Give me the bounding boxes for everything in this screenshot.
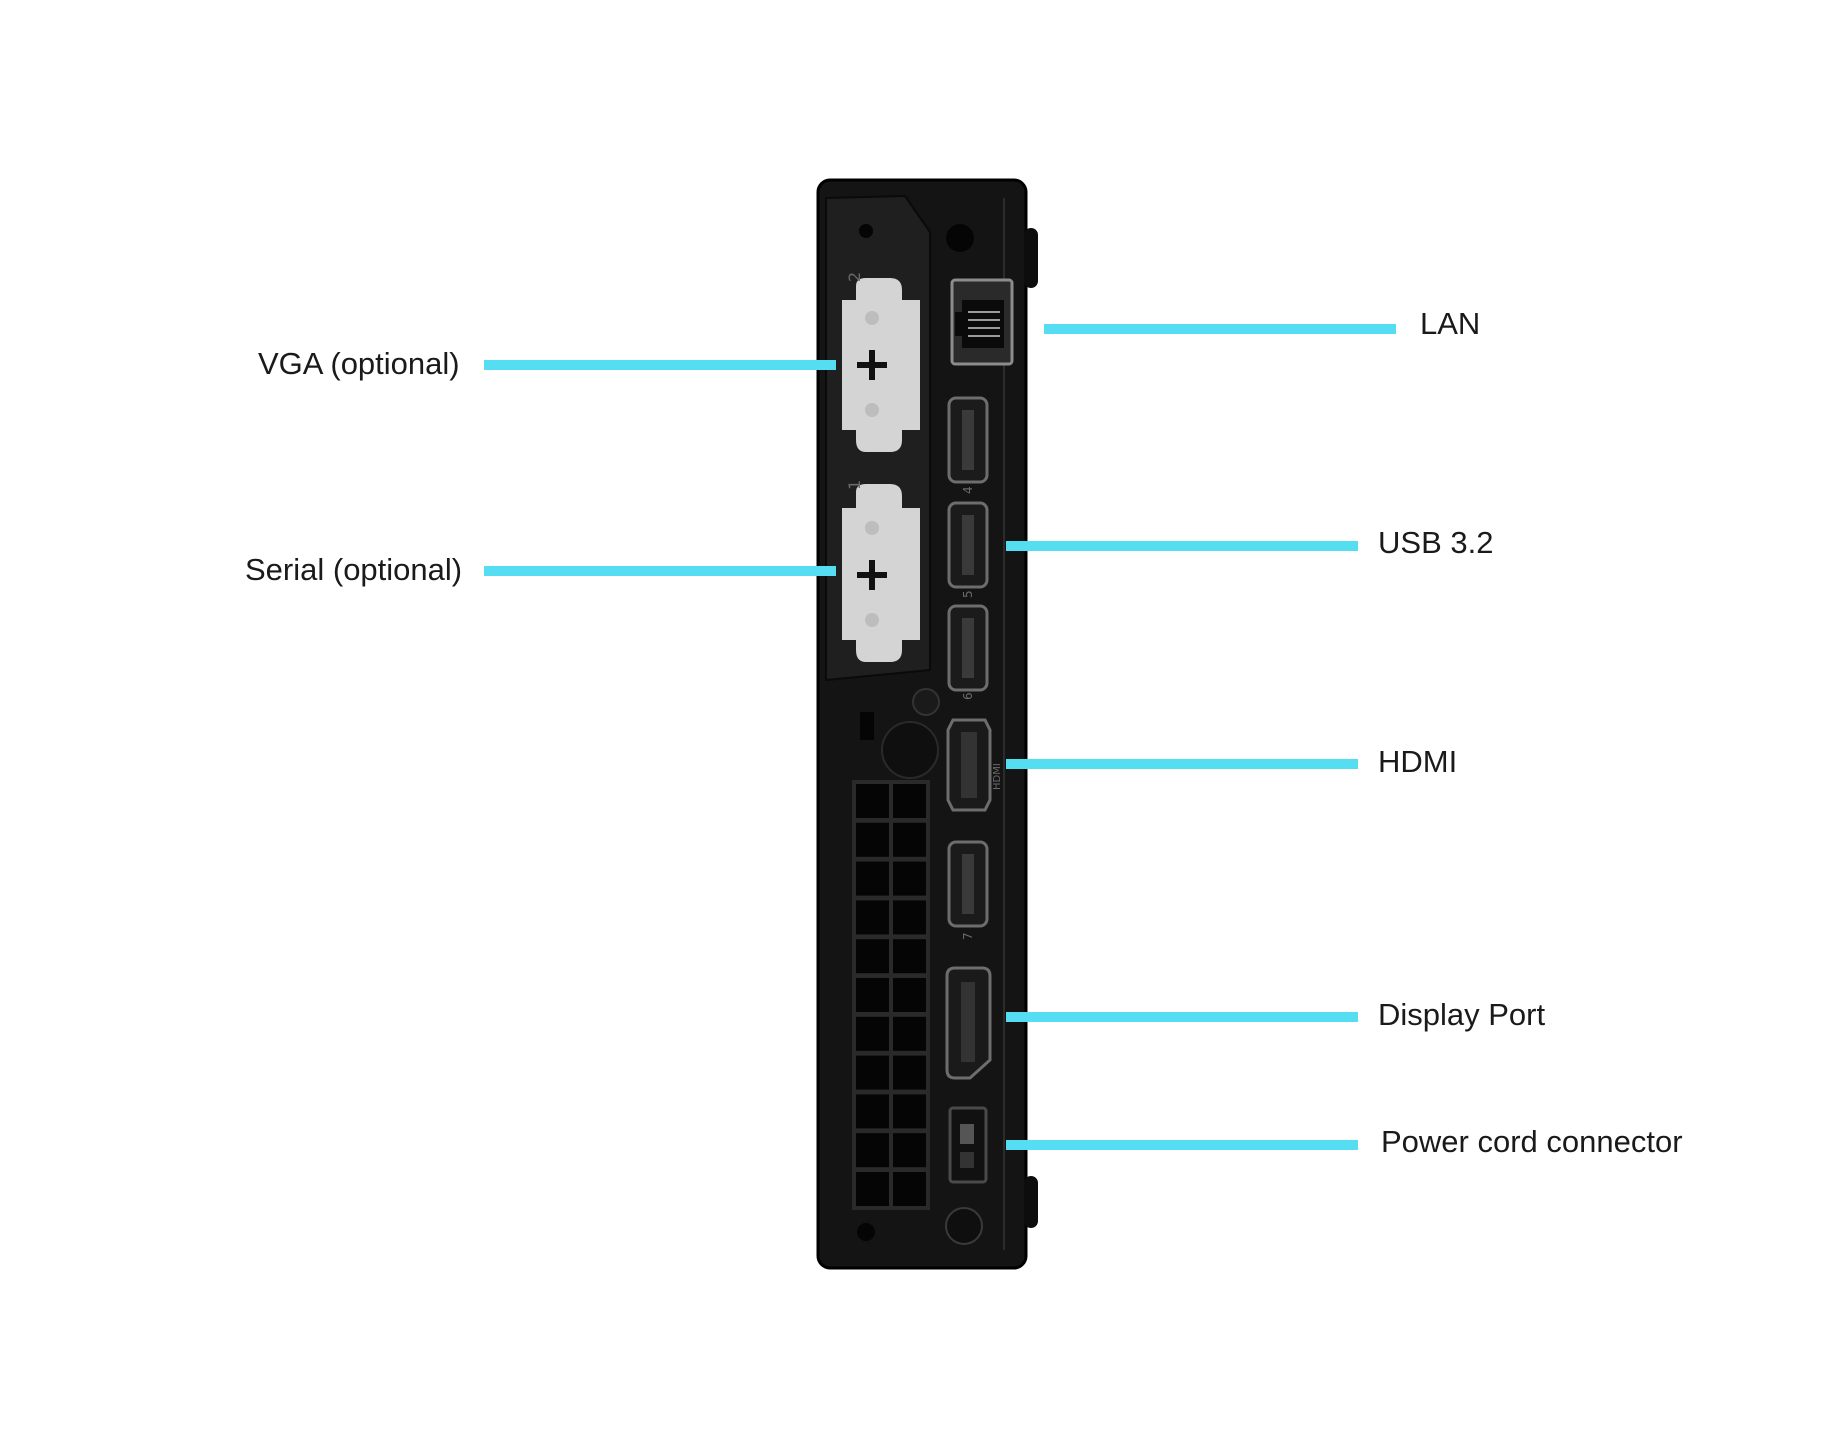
power-connector bbox=[948, 1106, 988, 1184]
lan-port bbox=[950, 278, 1014, 366]
hdmi-label: HDMI bbox=[1378, 744, 1458, 779]
serial-leader-line bbox=[484, 566, 836, 576]
vent-cell bbox=[856, 939, 889, 974]
vga-leader-line bbox=[484, 360, 836, 370]
usb-number-5: 5 bbox=[961, 590, 975, 598]
displayport-leader-line bbox=[1006, 1012, 1358, 1022]
vent-cell bbox=[856, 1172, 889, 1206]
vent-cell bbox=[893, 822, 926, 857]
usb-label: USB 3.2 bbox=[1378, 525, 1494, 560]
serial-label: Serial (optional) bbox=[245, 552, 463, 587]
vent-cell bbox=[856, 784, 889, 818]
usb-leader-line bbox=[1006, 541, 1358, 551]
power-leader-line bbox=[1006, 1140, 1358, 1150]
displayport-port bbox=[945, 966, 992, 1080]
vent-cell bbox=[893, 1133, 926, 1168]
serial-blank-plate bbox=[842, 484, 920, 662]
thumbscrew-small bbox=[912, 688, 940, 716]
hdmi-port bbox=[946, 718, 992, 812]
vent-cell bbox=[893, 978, 926, 1012]
vent-cell bbox=[893, 939, 926, 974]
power-label: Power cord connector bbox=[1381, 1124, 1683, 1159]
vent-cell bbox=[856, 1133, 889, 1168]
vent-cell bbox=[893, 900, 926, 935]
vent-cell bbox=[856, 978, 889, 1012]
usb-number-4: 4 bbox=[961, 486, 975, 494]
usb-port-7 bbox=[947, 840, 989, 928]
usb-port-5 bbox=[947, 501, 989, 589]
vent-cell bbox=[856, 900, 889, 935]
vent-grille bbox=[852, 780, 930, 1210]
vent-cell bbox=[856, 1094, 889, 1129]
vent-cell bbox=[893, 1055, 926, 1090]
vent-cell bbox=[856, 1055, 889, 1090]
bottom-screw-hole bbox=[857, 1223, 875, 1241]
lan-leader-line bbox=[1044, 324, 1396, 334]
bottom-round-button bbox=[945, 1207, 983, 1245]
vent-cell bbox=[893, 1016, 926, 1051]
vent-cell bbox=[856, 822, 889, 857]
hdmi-print: HDMI bbox=[992, 763, 1003, 790]
thumbscrew-large bbox=[881, 721, 939, 779]
vent-cell bbox=[893, 861, 926, 896]
usb-number-7: 7 bbox=[961, 932, 975, 940]
usb-port-4 bbox=[947, 396, 989, 484]
vent-cell bbox=[893, 1094, 926, 1129]
hdmi-leader-line bbox=[1006, 759, 1358, 769]
vent-cell bbox=[856, 1016, 889, 1051]
vent-cell bbox=[856, 861, 889, 896]
lan-label: LAN bbox=[1420, 306, 1481, 341]
vent-cell bbox=[893, 784, 926, 818]
displayport-label: Display Port bbox=[1378, 997, 1546, 1032]
usb-port-6 bbox=[947, 604, 989, 692]
vent-cell bbox=[893, 1172, 926, 1206]
slot-number-top: 2 bbox=[845, 272, 864, 282]
slot-number-bottom: 1 bbox=[845, 480, 864, 490]
lock-slot bbox=[860, 712, 874, 740]
usb-number-6: 6 bbox=[961, 692, 975, 700]
vga-blank-plate bbox=[842, 278, 920, 452]
vga-label: VGA (optional) bbox=[258, 346, 460, 381]
leader-lines bbox=[484, 324, 1396, 1150]
